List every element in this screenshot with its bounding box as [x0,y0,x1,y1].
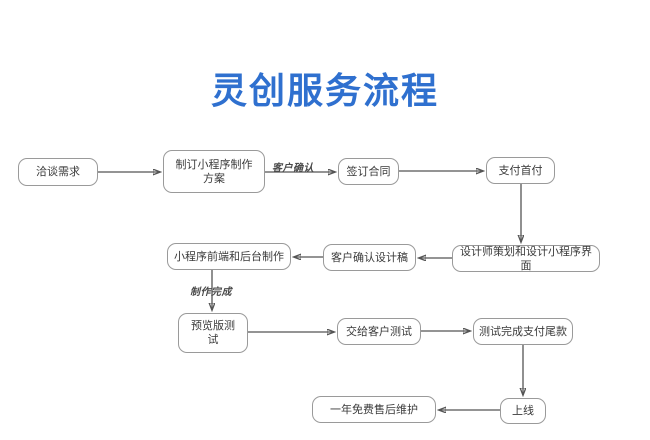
flow-node-zhiding-fangan[interactable]: 制订小程序制作 方案 [163,150,265,193]
flow-node-qiatan-xuqiu[interactable]: 洽谈需求 [18,158,98,186]
flow-node-qianding-hetong[interactable]: 签订合同 [338,158,399,185]
flow-node-shouhou-weihu[interactable]: 一年免费售后维护 [312,396,436,423]
page-title: 灵创服务流程 [210,71,439,112]
flow-node-zhifu-weikuan[interactable]: 测试完成支付尾款 [473,318,573,345]
flow-node-shangxian[interactable]: 上线 [500,398,546,424]
flow-node-jiaogei-kehu-ceshi[interactable]: 交给客户测试 [337,318,421,345]
edge-label-kehu-queren: 客户确认 [272,163,314,174]
flow-node-zhifu-shoufu[interactable]: 支付首付 [486,157,555,184]
flow-node-qianduan-houtai[interactable]: 小程序前端和后台制作 [167,243,291,270]
edge-label-zhizuo-wancheng: 制作完成 [190,287,232,298]
flow-node-yulanban-ceshi[interactable]: 预览版测 试 [178,313,248,353]
flow-node-queren-shejigao[interactable]: 客户确认设计稿 [323,244,416,271]
flow-node-sheji-jiemian[interactable]: 设计师策划和设计小程序界面 [452,245,600,272]
